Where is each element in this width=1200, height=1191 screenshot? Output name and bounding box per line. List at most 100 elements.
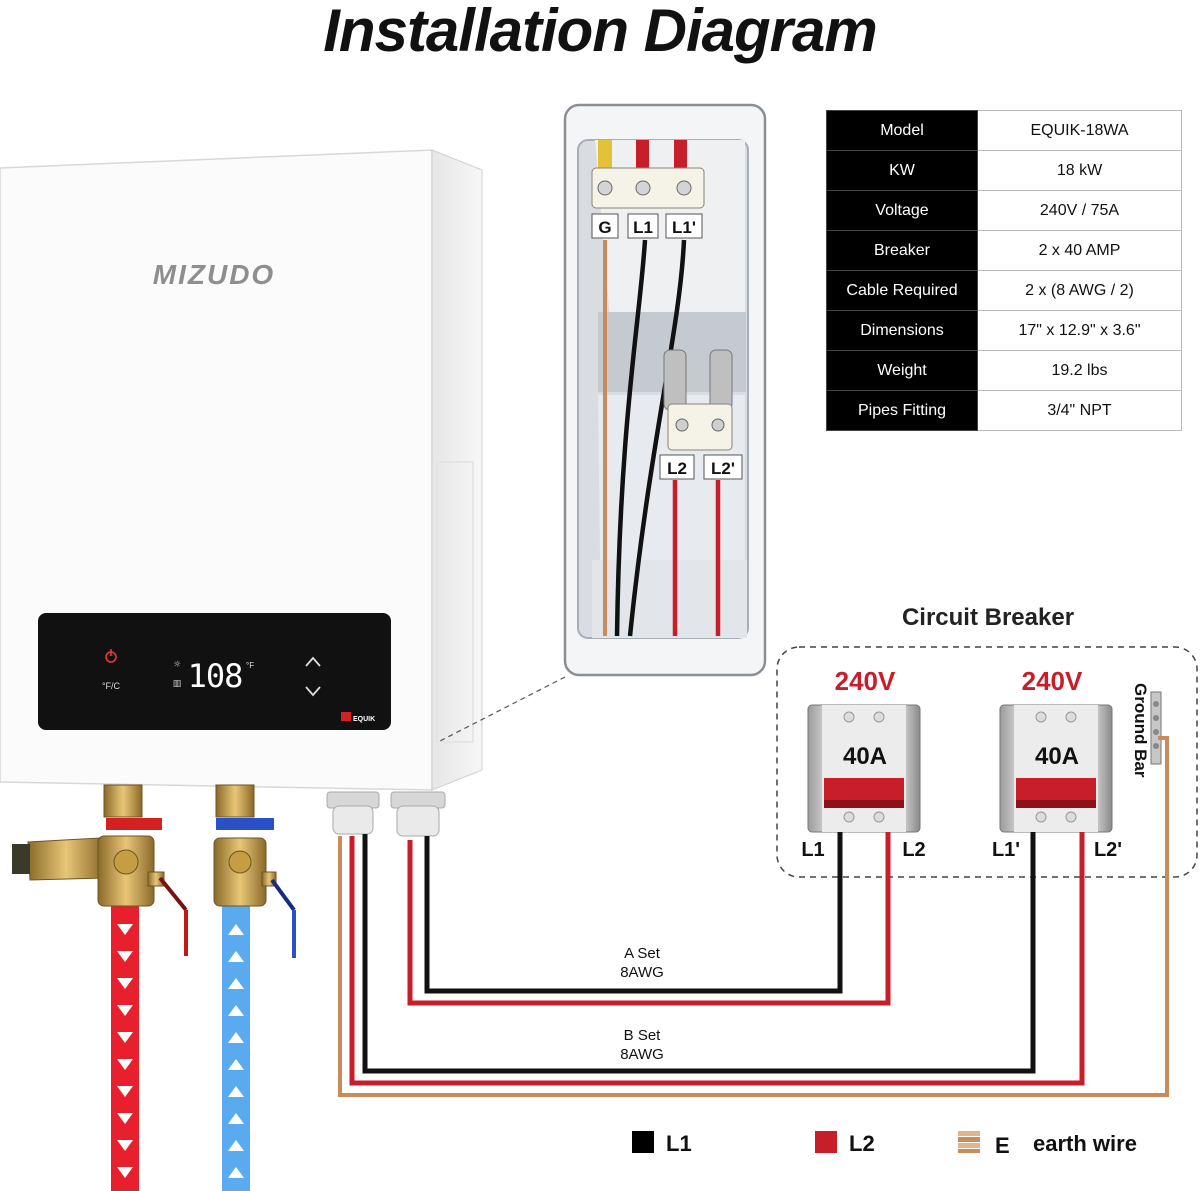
temp-down-icon[interactable] bbox=[305, 686, 321, 697]
heat-level-icon: ▥ bbox=[173, 679, 182, 689]
hot-flow-arrows bbox=[117, 924, 133, 1178]
page-title: Installation Diagram bbox=[323, 0, 877, 64]
hot-flow-arrow bbox=[117, 951, 133, 962]
power-icon[interactable] bbox=[105, 649, 117, 663]
cold-flow-arrow bbox=[228, 951, 244, 962]
brand-logo: MIZUDO bbox=[153, 259, 275, 290]
l1p-wire-box bbox=[627, 239, 687, 637]
water-heater: MIZUDO °F/C ☼ ▥ 108 °F EQUIK bbox=[0, 149, 483, 837]
cold-valve-handle[interactable] bbox=[216, 818, 274, 830]
ground-bar-label: Ground Bar bbox=[1131, 683, 1150, 778]
circuit-breaker-panel: Circuit Breaker 240V 40A 240V 40A L1 L2 … bbox=[776, 604, 1198, 878]
spec-label: Dimensions bbox=[826, 310, 978, 351]
equik-logo-text: EQUIK bbox=[353, 716, 375, 723]
cold-flow-arrows bbox=[228, 924, 244, 1178]
spec-label: KW bbox=[826, 150, 978, 191]
breaker2-amps: 40A bbox=[1035, 743, 1079, 770]
side-panel-seam bbox=[436, 461, 474, 743]
terminal-label-l1p: L1' bbox=[672, 218, 696, 237]
spec-value: 3/4" NPT bbox=[977, 390, 1182, 431]
hot-water-pipe bbox=[111, 905, 139, 1191]
breaker1-switch[interactable] bbox=[824, 778, 904, 800]
spec-label: Model bbox=[826, 110, 978, 151]
hot-flow-arrow bbox=[117, 1059, 133, 1070]
terminal-screw bbox=[597, 180, 613, 196]
cold-flow-arrow bbox=[228, 1005, 244, 1016]
cold-water-valve bbox=[213, 784, 296, 958]
legend-symbol-earth: E bbox=[995, 1133, 1010, 1158]
a-set-l2-wire bbox=[407, 832, 891, 1006]
flame-icon: ☼ bbox=[173, 660, 181, 670]
breaker2-label-right: L2' bbox=[1094, 839, 1122, 861]
temperature-readout: 108 bbox=[188, 657, 243, 695]
terminal-label-g: G bbox=[598, 218, 611, 237]
spec-value: 2 x 40 AMP bbox=[977, 230, 1182, 271]
terminal-label-l1: L1 bbox=[633, 218, 653, 237]
b-set-gauge: 8AWG bbox=[620, 1046, 664, 1063]
circuit-breaker-title: Circuit Breaker bbox=[902, 604, 1074, 631]
cold-flow-arrow bbox=[228, 1086, 244, 1097]
spec-value: 18 kW bbox=[977, 150, 1182, 191]
breaker2-switch[interactable] bbox=[1016, 778, 1096, 800]
breaker2[interactable] bbox=[999, 704, 1113, 833]
terminal-screw bbox=[635, 180, 651, 196]
legend-swatch-l1 bbox=[632, 1131, 654, 1153]
spec-value: 2 x (8 AWG / 2) bbox=[977, 270, 1182, 311]
breaker1[interactable] bbox=[807, 704, 921, 833]
l1-wire-box bbox=[614, 239, 648, 637]
cold-flow-arrow bbox=[228, 1140, 244, 1151]
legend-swatch-earth bbox=[958, 1131, 980, 1153]
hot-water-valve bbox=[12, 784, 188, 956]
legend-label-l2: L2 bbox=[849, 1131, 875, 1156]
b-set-l2-wire bbox=[349, 832, 1085, 1086]
control-panel bbox=[38, 613, 391, 730]
legend-label-earth: earth wire bbox=[1033, 1131, 1137, 1156]
hot-flow-arrow bbox=[117, 1086, 133, 1097]
relief-valve-cap bbox=[12, 844, 30, 874]
terminal-screw bbox=[676, 180, 692, 196]
breaker2-voltage: 240V bbox=[1022, 666, 1083, 696]
breaker2-label-left: L1' bbox=[992, 839, 1020, 861]
spec-label: Cable Required bbox=[826, 270, 978, 311]
b-set-l1-wire bbox=[362, 832, 1036, 1074]
temp-up-icon[interactable] bbox=[305, 656, 321, 667]
breaker1-voltage: 240V bbox=[835, 666, 896, 696]
cable-gland-left bbox=[326, 791, 380, 835]
cold-flow-arrow bbox=[228, 924, 244, 935]
cold-flow-arrow bbox=[228, 1113, 244, 1124]
a-set-label: A Set bbox=[624, 945, 661, 962]
cold-flow-arrow bbox=[228, 1059, 244, 1070]
legend: L1 L2 E earth wire bbox=[632, 1131, 1137, 1158]
hot-flow-arrow bbox=[117, 1113, 133, 1124]
legend-label-l1: L1 bbox=[666, 1131, 692, 1156]
a-set-l1-wire bbox=[424, 832, 843, 994]
cold-flow-arrow bbox=[228, 1167, 244, 1178]
cable-gland-right bbox=[390, 791, 446, 837]
cold-water-pipe bbox=[222, 905, 250, 1191]
zoom-callout-line bbox=[437, 676, 566, 743]
spec-value: EQUIK-18WA bbox=[977, 110, 1182, 151]
a-set-gauge: 8AWG bbox=[620, 964, 664, 981]
hot-flow-arrow bbox=[117, 1167, 133, 1178]
hot-flow-arrow bbox=[117, 924, 133, 935]
spec-value: 240V / 75A bbox=[977, 190, 1182, 231]
breaker1-label-left: L1 bbox=[801, 839, 824, 861]
hot-valve-handle[interactable] bbox=[106, 818, 162, 830]
spec-label: Pipes Fitting bbox=[826, 390, 978, 431]
terminal-label-l2: L2 bbox=[667, 459, 687, 478]
unit-toggle-button[interactable]: °F/C bbox=[102, 681, 121, 691]
spec-label: Breaker bbox=[826, 230, 978, 271]
heater-side bbox=[431, 149, 483, 791]
cold-flow-arrow bbox=[228, 1032, 244, 1043]
spec-value: 17" x 12.9" x 3.6" bbox=[977, 310, 1182, 351]
wiring bbox=[338, 736, 1169, 1097]
terminal-box-detail: G L1 L1' L2 L2' bbox=[563, 103, 767, 677]
ground-bar bbox=[1150, 691, 1162, 765]
spec-label: Weight bbox=[826, 350, 978, 391]
